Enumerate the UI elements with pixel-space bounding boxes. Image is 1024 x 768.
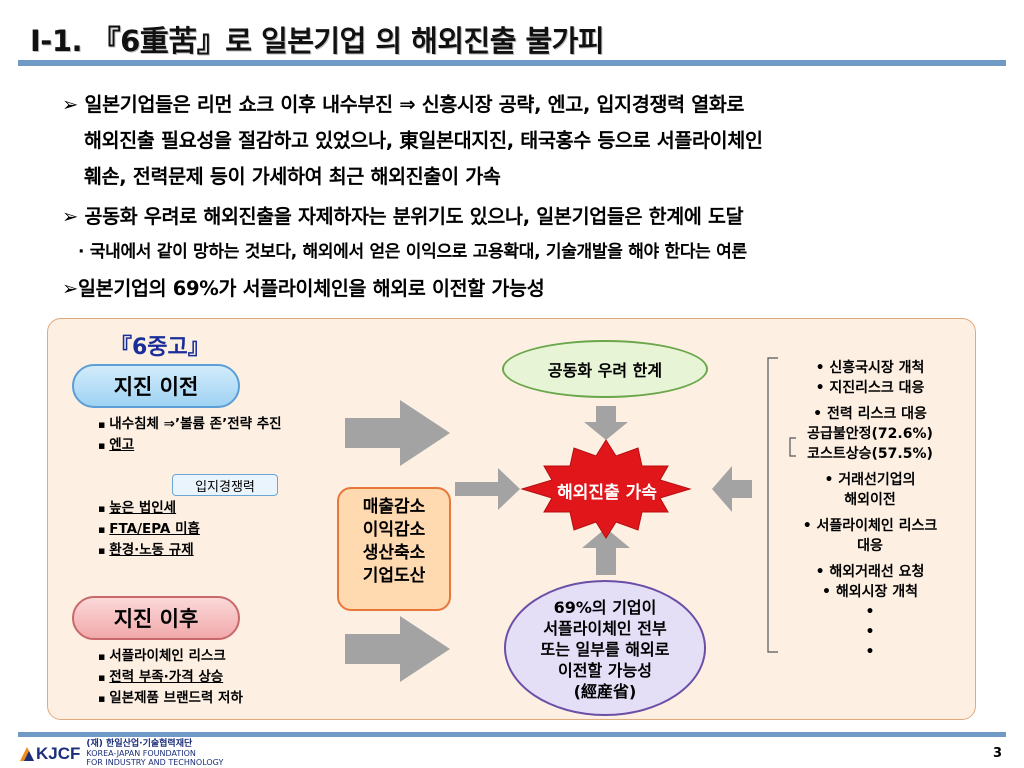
list-item: 높은 법인세 — [98, 498, 200, 519]
list-item: 대응 — [857, 538, 883, 554]
oval-line: 이전할 가능성 — [558, 661, 652, 680]
oval-line: 또는 일부를 해외로 — [540, 640, 670, 659]
inner-bracket — [789, 437, 796, 457]
bullet-2: ➢ 공동화 우려로 해외진출을 자제하자는 분위기도 있으나, 일본기업들은 한… — [62, 205, 744, 228]
list-item: • 전력 리스크 대응 — [813, 406, 927, 422]
list-item: • 서플라이체인 리스크 — [802, 518, 938, 534]
center-starburst — [520, 439, 692, 539]
bullet-3: ➢일본기업의 69%가 서플라이체인을 해외로 이전할 가능성 — [62, 277, 545, 300]
oval-line: (經産省) — [573, 682, 637, 701]
logo-text: KJCF — [36, 743, 81, 763]
arrow-right-lower — [345, 616, 450, 682]
list-item: FTA/EPA 미흡 — [98, 519, 200, 540]
list-item: • 신흥국시장 개척 — [815, 360, 925, 376]
slide-title: I-1. 『6重苦』로 일본기업 의 해외진출 불가피 — [30, 24, 605, 58]
bullet-1: ➢ 일본기업들은 리먼 쇼크 이후 내수부진 ⇒ 신흥시장 공략, 엔고, 입지… — [62, 93, 745, 116]
location-list: 높은 법인세 FTA/EPA 미흡 환경·노동 규제 — [98, 498, 200, 561]
before-earthquake-pill: 지진 이전 — [72, 364, 240, 408]
list-item: • 거래선기업의 — [824, 472, 916, 488]
bullet-1-cont-1: 해외진출 필요성을 절감하고 있었으나, 東일본대지진, 태국홍수 등으로 서플… — [84, 129, 763, 152]
impact-line: 생산축소 — [362, 543, 426, 563]
list-item: • 해외시장 개척 — [822, 584, 918, 600]
list-item: 내수침체 ⇒’볼륨 존’전략 추진 — [98, 414, 281, 435]
reasons-list: • 신흥국시장 개척 • 지진리스크 대응 • 전력 리스크 대응 공급불안정(… — [770, 358, 970, 662]
impact-box: 매출감소 이익감소 생산축소 기업도산 — [337, 487, 451, 611]
list-item: 공급불안정(72.6%) — [807, 426, 933, 442]
list-item: 일본제품 브랜드력 저하 — [98, 688, 243, 709]
list-item: 엔고 — [98, 435, 282, 456]
kjcf-mark-icon — [20, 746, 34, 761]
center-label: 해외진출 가속 — [557, 483, 657, 503]
page-number: 3 — [992, 746, 1002, 761]
impact-line: 이익감소 — [362, 520, 426, 540]
bullet-2-sub: · 국내에서 같이 망하는 것보다, 해외에서 얻은 이익으로 고용확대, 기술… — [78, 242, 747, 262]
hollowing-concern-oval: 공동화 우려 한계 — [502, 340, 708, 398]
oval-line: 69%의 기업이 — [553, 598, 657, 617]
list-item: • — [865, 604, 875, 620]
diagram-title: 『6중고』 — [110, 335, 210, 360]
list-item: • — [865, 624, 875, 640]
arrow-from-right — [712, 466, 752, 512]
arrow-to-center — [455, 468, 520, 510]
arrow-up-from-bottom — [582, 528, 630, 575]
list-item: 전력 부족·가격 상승 — [98, 667, 243, 688]
list-item: 환경·노동 규제 — [98, 540, 200, 561]
footer-rule — [18, 732, 1006, 737]
kjcf-logo: KJCF (재) 한일산업·기술협력재단 KOREA-JAPAN FOUNDAT… — [18, 740, 223, 767]
after-earthquake-pill: 지진 이후 — [72, 596, 240, 640]
org-name: (재) 한일산업·기술협력재단 KOREA-JAPAN FOUNDATION F… — [86, 739, 224, 768]
list-item: 코스트상승(57.5%) — [807, 446, 933, 462]
oval-line: 서플라이체인 전부 — [543, 619, 667, 638]
list-item: • 지진리스크 대응 — [815, 380, 925, 396]
arrow-down-from-top — [584, 406, 628, 440]
list-item: 서플라이체인 리스크 — [98, 646, 243, 667]
list-item: • — [865, 644, 875, 660]
list-item: 해외이전 — [844, 492, 896, 508]
supply-chain-oval: 69%의 기업이 서플라이체인 전부 또는 일부를 해외로 이전할 가능성 (經… — [504, 580, 706, 716]
impact-line: 기업도산 — [362, 566, 426, 586]
after-list: 서플라이체인 리스크 전력 부족·가격 상승 일본제품 브랜드력 저하 — [98, 646, 243, 709]
arrow-right-upper — [345, 400, 450, 466]
before-list: 내수침체 ⇒’볼륨 존’전략 추진 엔고 — [98, 414, 282, 456]
location-competitiveness-badge: 입지경쟁력 — [172, 474, 278, 496]
right-bracket — [767, 357, 778, 653]
title-rule — [18, 60, 1006, 66]
impact-line: 매출감소 — [362, 497, 426, 517]
bullet-1-cont-2: 훼손, 전력문제 등이 가세하여 최근 해외진출이 가속 — [84, 165, 501, 188]
list-item: • 해외거래선 요청 — [815, 564, 925, 580]
